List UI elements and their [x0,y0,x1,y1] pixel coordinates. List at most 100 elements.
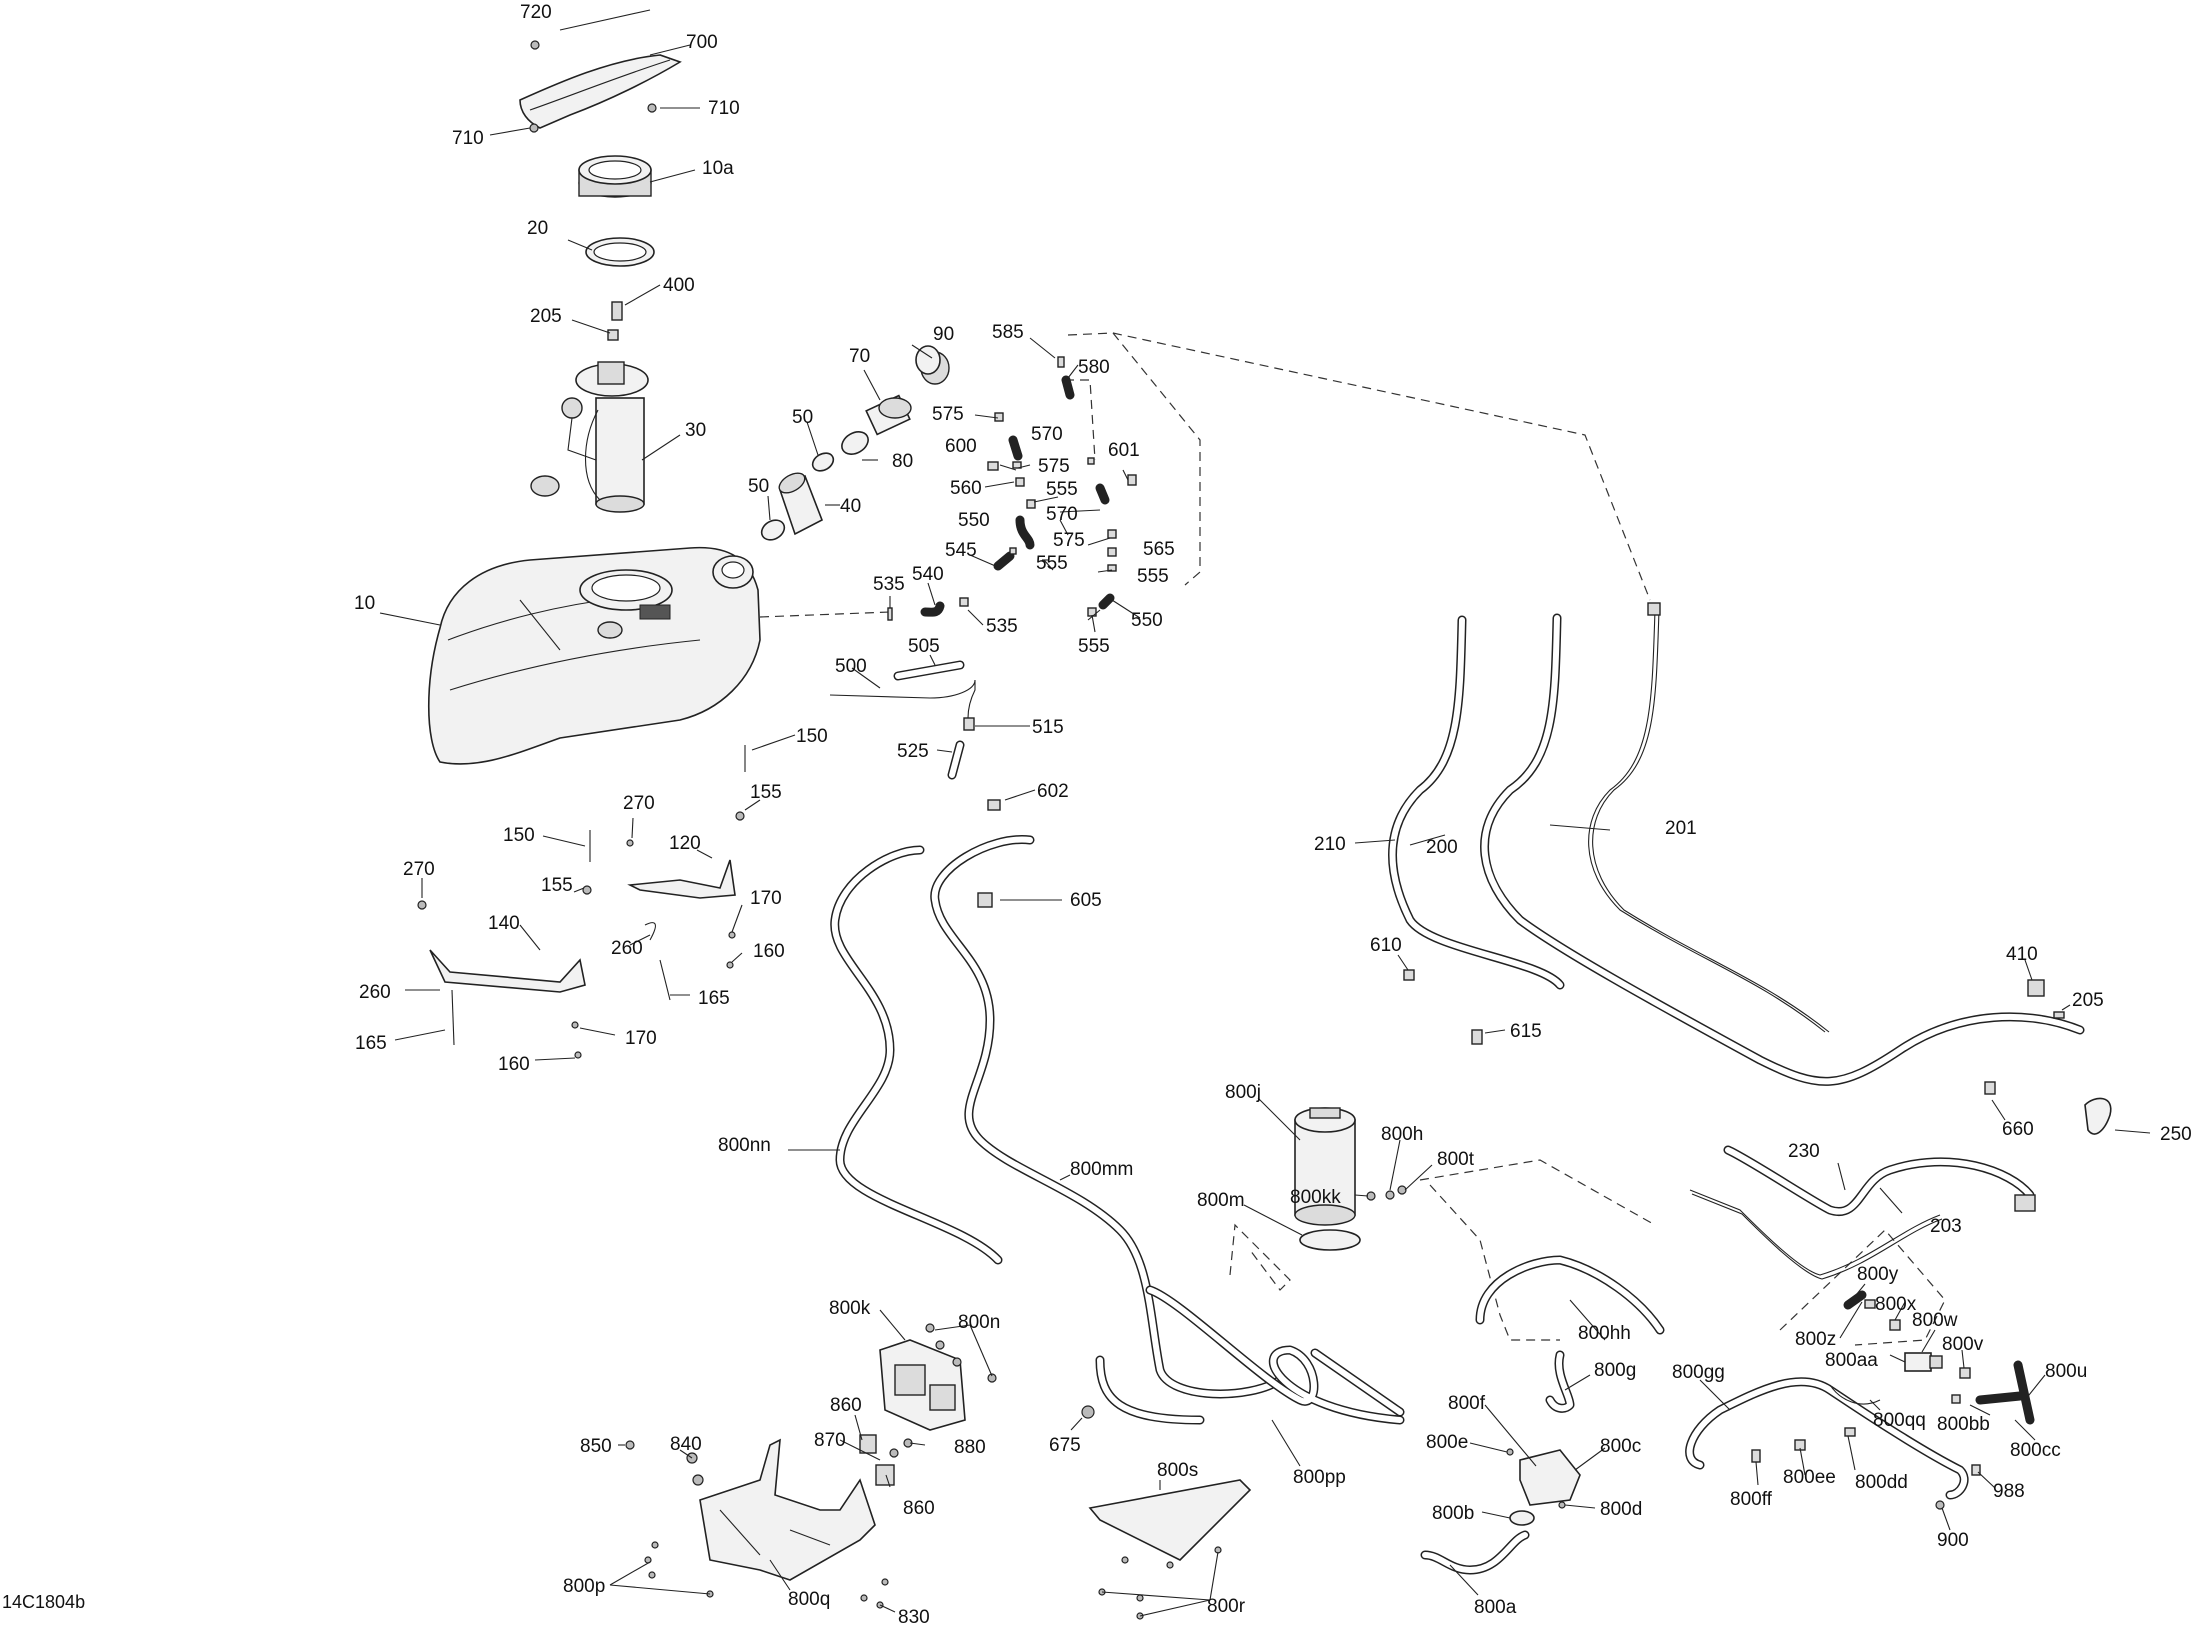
callout-800j: 800j [1225,1082,1261,1103]
fitting-800dd [1844,1427,1856,1437]
callout-800q: 800q [788,1589,830,1610]
callout-201: 201 [1665,818,1697,839]
hose-800gg [1685,1377,1969,1500]
callout-575: 575 [932,404,964,425]
canister-800j [1294,1107,1356,1226]
nut-710-left [529,123,539,133]
callout-800u: 800u [2045,1361,2087,1382]
callout-800hh: 800hh [1578,1323,1631,1344]
fitting-988 [1971,1464,1981,1476]
connector-410 [2027,979,2045,997]
callout-710: 710 [452,128,484,149]
callout-602: 602 [1037,781,1069,802]
callout-800m: 800m [1197,1190,1245,1211]
callout-260: 260 [611,938,643,959]
callout-30: 30 [685,420,706,441]
callout-575: 575 [1038,456,1070,477]
callout-160: 160 [753,941,785,962]
callout-610: 610 [1370,935,1402,956]
callout-20: 20 [527,218,548,239]
clip-605 [977,892,993,908]
nut-710-right [647,103,657,113]
clip-660 [1984,1081,1996,1095]
callout-575: 575 [1053,530,1085,551]
callout-560: 560 [950,478,982,499]
vent-fittings [887,356,1137,621]
callout-675: 675 [1049,1435,1081,1456]
hose-40 [778,472,824,536]
callout-410: 410 [2006,944,2038,965]
hose-800a [1420,1530,1530,1575]
filler-neck-70 [865,394,912,436]
bracket-800q [699,1438,876,1581]
callout-50: 50 [748,476,769,497]
line-230-203 [1689,1145,2036,1280]
callout-800a: 800a [1474,1597,1517,1618]
callout-850: 850 [580,1436,612,1457]
callout-585: 585 [992,322,1024,343]
clamp-50-upper [811,452,835,472]
callout-800h: 800h [1381,1124,1423,1145]
callout-800s: 800s [1157,1460,1198,1481]
callout-800nn: 800nn [718,1135,771,1156]
grommet-860a [859,1434,877,1454]
callout-203: 203 [1930,1216,1962,1237]
callout-230: 230 [1788,1141,1820,1162]
callout-720: 720 [520,2,552,23]
callout-525: 525 [897,741,929,762]
washer-840b [692,1474,704,1486]
callout-140: 140 [488,913,520,934]
callout-535: 535 [986,616,1018,637]
callout-800k: 800k [829,1298,871,1319]
callout-800f: 800f [1448,1393,1486,1414]
hose-800pp [1095,1285,1405,1425]
callout-800v: 800v [1942,1334,1984,1355]
callout-800t: 800t [1437,1149,1475,1170]
callout-800n: 800n [958,1312,1000,1333]
callout-800y: 800y [1857,1264,1899,1285]
callout-988: 988 [1993,1481,2025,1502]
callout-800gg: 800gg [1672,1362,1725,1383]
callout-710: 710 [708,98,740,119]
cap-90 [915,345,950,385]
callout-555: 555 [1036,553,1068,574]
fitting-400 [611,301,623,321]
callout-165: 165 [698,988,730,1009]
callout-165: 165 [355,1033,387,1054]
callout-800r: 800r [1207,1596,1246,1617]
heat-shield-700 [519,54,682,129]
module-800c [1519,1449,1581,1506]
nut-800d [1558,1501,1566,1509]
callout-70: 70 [849,346,870,367]
callout-800g: 800g [1594,1360,1636,1381]
callout-200: 200 [1426,837,1458,858]
strap-hardware [417,745,746,1059]
callout-150: 150 [796,726,828,747]
strap-800m [1299,1229,1361,1251]
fitting-205-right [2053,1011,2065,1019]
callout-800mm: 800mm [1070,1159,1133,1180]
fitting-205-top [607,329,619,341]
callout-900: 900 [1937,1530,1969,1551]
callout-800b: 800b [1432,1503,1474,1524]
seal-ring-20 [585,237,655,267]
hose-800mm [930,835,1285,1399]
callout-800e: 800e [1426,1432,1468,1453]
leader-lines [379,9,2151,1617]
line-210 [1388,615,1565,990]
callout-800c: 800c [1600,1436,1641,1457]
callout-80: 80 [892,451,913,472]
callout-170: 170 [750,888,782,909]
callout-860: 860 [903,1498,935,1519]
callout-50: 50 [792,407,813,428]
assembly-dashed-lines [759,332,1946,1346]
nut-900 [1935,1500,1945,1510]
hose-800hh [1475,1255,1665,1335]
callout-830: 830 [898,1607,930,1628]
callout-555: 555 [1078,636,1110,657]
screw-800e [1506,1448,1514,1456]
callout-10: 10 [354,593,375,614]
bolts-800r [1098,1546,1222,1620]
canister-fittings [1366,1185,1407,1201]
callout-500: 500 [835,656,867,677]
